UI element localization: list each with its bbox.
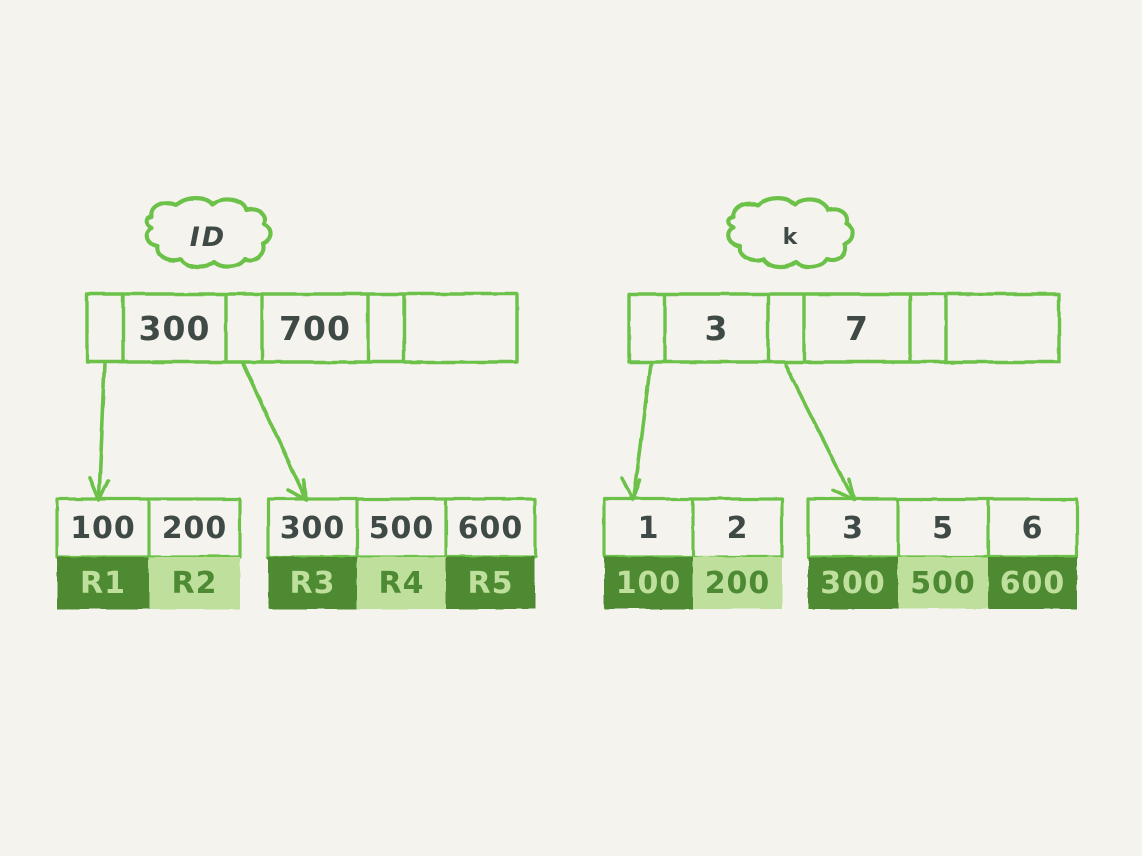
payload-block-300: [808, 557, 898, 609]
cloud-callout-id: [144, 196, 274, 270]
root-node-primary: [85, 292, 519, 364]
leaf-left-1-key-row: [55, 497, 242, 559]
pointer-arrow-left-1: [88, 362, 110, 502]
payload-block-r4: [357, 557, 446, 609]
pointer-arrow-right-2: [783, 362, 856, 502]
payload-block-500: [898, 557, 988, 609]
payload-block-200: [693, 557, 782, 609]
payload-block-100: [604, 557, 693, 609]
cloud-callout-k: [726, 196, 856, 270]
pointer-arrow-left-2: [241, 362, 309, 502]
payload-block-r1: [57, 557, 149, 609]
payload-block-r5: [446, 557, 535, 609]
root-node-secondary: [627, 292, 1061, 364]
payload-block-r3: [268, 557, 357, 609]
pointer-arrow-right-1: [620, 362, 653, 502]
payload-block-600: [988, 557, 1077, 609]
leaf-right-1-key-row: [602, 497, 784, 559]
leaf-left-2-key-row: [266, 497, 537, 559]
payload-block-r2: [149, 557, 240, 609]
leaf-right-2-key-row: [806, 497, 1079, 559]
